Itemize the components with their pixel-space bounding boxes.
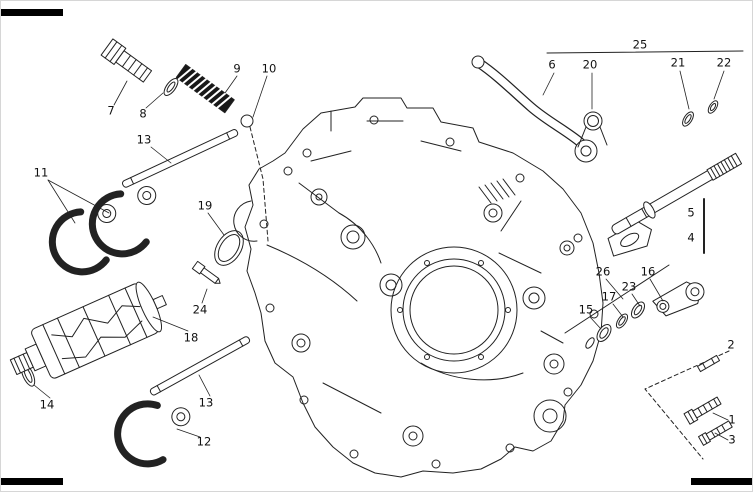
callout-18: 18 — [183, 330, 199, 345]
circlip-22 — [707, 100, 719, 114]
bracket-line-25 — [546, 50, 744, 54]
callout-21: 21 — [670, 55, 686, 70]
callout-11: 11 — [33, 165, 49, 180]
callout-24: 24 — [192, 302, 208, 317]
callout-15: 15 — [578, 302, 594, 317]
shift-fork-pair — [48, 185, 157, 276]
callout-7: 7 — [107, 103, 115, 118]
callout-2: 2 — [727, 337, 735, 352]
callout-4: 4 — [687, 230, 695, 245]
detent-spring — [175, 64, 235, 114]
washer-23 — [630, 301, 646, 319]
callout-26: 26 — [595, 264, 611, 279]
callout-19: 19 — [197, 198, 213, 213]
callout-13: 13 — [136, 132, 152, 147]
callout-3: 3 — [728, 432, 736, 447]
shift-fork-lower — [114, 400, 191, 468]
callout-22: 22 — [716, 55, 732, 70]
callout-8: 8 — [139, 106, 147, 121]
callout-17: 17 — [601, 289, 617, 304]
screw-3 — [698, 420, 733, 446]
fork-shaft-upper — [122, 129, 239, 188]
stopper-axis-line — [564, 264, 670, 334]
gearchange-shaft — [607, 152, 743, 257]
set-screw — [191, 260, 221, 284]
o-ring-upper — [214, 230, 244, 266]
callout-10: 10 — [261, 61, 277, 76]
detent-ball — [240, 114, 254, 128]
callout-14: 14 — [39, 397, 55, 412]
sealing-washer — [163, 77, 179, 97]
washer-17 — [615, 313, 629, 329]
callout-20: 20 — [582, 57, 598, 72]
return-spring — [577, 111, 608, 148]
dashed-guides — [249, 126, 730, 460]
callout-23: 23 — [621, 279, 637, 294]
washer-small — [585, 337, 595, 349]
callout-25: 25 — [632, 37, 648, 52]
callout-13: 13 — [198, 395, 214, 410]
crop-marks — [1, 9, 752, 485]
fork-shaft-lower — [149, 336, 251, 396]
gearchange-lever — [471, 55, 598, 163]
crankcase-drawing — [233, 97, 604, 478]
detent-plug-screw — [100, 38, 153, 83]
washer-21 — [682, 111, 694, 127]
leader-lines — [33, 70, 729, 441]
callout-16: 16 — [640, 264, 656, 279]
callout-5: 5 — [687, 205, 695, 220]
stud-pin — [697, 354, 721, 373]
callout-6: 6 — [548, 57, 556, 72]
shift-drum — [9, 281, 167, 379]
screw-1 — [683, 396, 722, 425]
callout-1: 1 — [728, 412, 736, 427]
callout-12: 12 — [196, 434, 212, 449]
callout-9: 9 — [233, 61, 241, 76]
stopper-lever — [652, 281, 705, 317]
